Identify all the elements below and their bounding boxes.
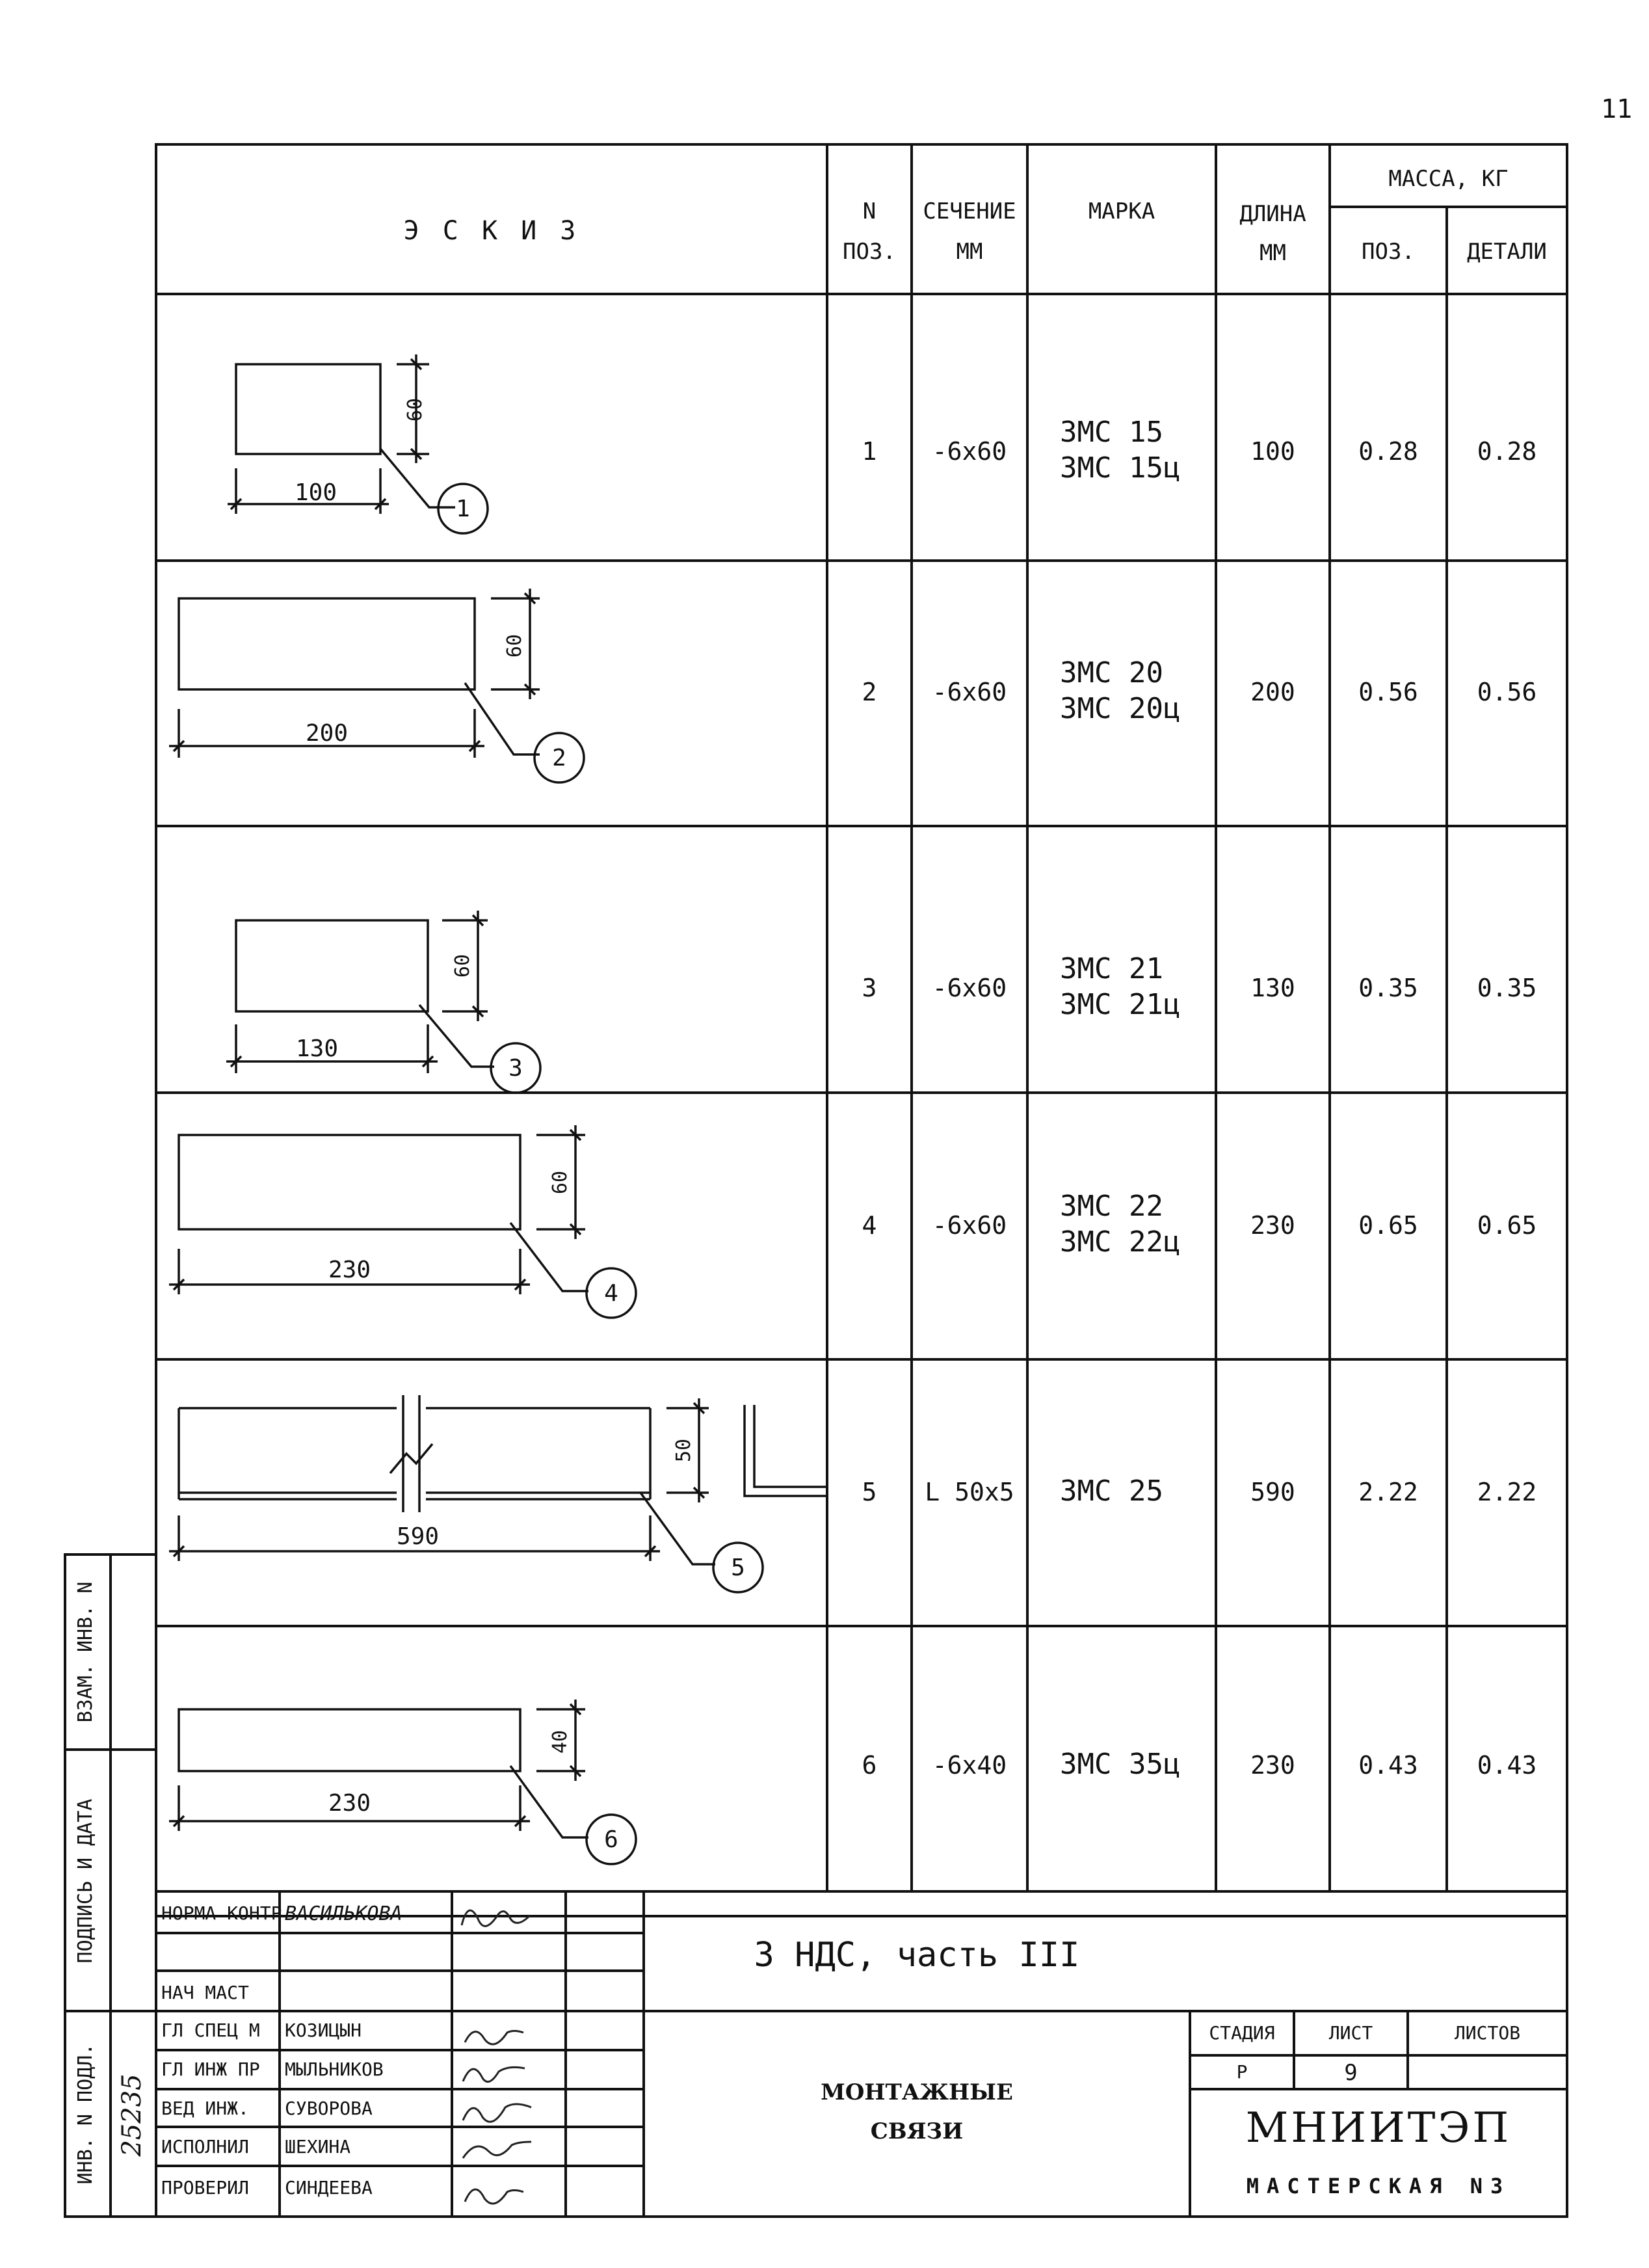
sketch-height-label: 60 <box>404 397 427 422</box>
tb-role-3: НАЧ МАСТ <box>161 1982 249 2003</box>
row-length: 230 <box>1250 1751 1295 1780</box>
row-section: -6х60 <box>932 1211 1007 1240</box>
side-inv-podl: ИНВ. N ПОДЛ. <box>74 2043 97 2185</box>
row-mark-1: ЗМС 22 <box>1060 1190 1163 1223</box>
sheet-label: ЛИСТ <box>1328 2022 1373 2044</box>
row-mark-1: ЗМС 25 <box>1060 1474 1163 1508</box>
tb-name-1: ВАСИЛЬКОВА <box>285 1902 402 1925</box>
header-pos-label: ПОЗ. <box>843 239 896 265</box>
workshop-name: МАСТЕРСКАЯ N3 <box>1246 2174 1511 2198</box>
row-pos: 6 <box>862 1751 877 1780</box>
row-section: -6х60 <box>932 678 1007 706</box>
header-mass: МАССА, КГ <box>1388 166 1509 192</box>
callout-number: 4 <box>604 1280 618 1307</box>
header-mass-pos: ПОЗ. <box>1362 239 1415 265</box>
header-section-unit: ММ <box>956 239 983 265</box>
row-mark-2: ЗМС 22ц <box>1060 1225 1181 1259</box>
header-mark: МАРКА <box>1088 198 1155 224</box>
row-mark-1: ЗМС 35ц <box>1060 1748 1181 1781</box>
row-section: L 50х5 <box>925 1478 1014 1506</box>
stage-value: Р <box>1236 2061 1248 2083</box>
tb-role-5: ГЛ ИНЖ ПР <box>161 2059 260 2080</box>
callout-number: 5 <box>731 1554 745 1581</box>
side-inv-vzam: ВЗАМ. ИНВ. N <box>74 1581 97 1723</box>
header-pos-n: N <box>862 198 877 224</box>
tb-role-7: ИСПОЛНИЛ <box>161 2136 249 2157</box>
sketch-width-label: 230 <box>328 1257 371 1283</box>
row-mark-2: ЗМС 21ц <box>1060 988 1181 1021</box>
side-podpis-data: ПОДПИСЬ И ДАТА <box>74 1798 97 1964</box>
row-mass-details: 0.28 <box>1477 437 1537 466</box>
sketch-width-label: 590 <box>397 1523 440 1550</box>
sketch-width-label: 130 <box>296 1035 339 1062</box>
row-mass-details: 0.43 <box>1477 1751 1537 1780</box>
row-pos: 5 <box>862 1478 877 1506</box>
row-mass-pos: 0.28 <box>1358 437 1418 466</box>
row-length: 100 <box>1250 437 1295 466</box>
sketch-height-label: 60 <box>451 954 474 978</box>
sketch-height-label: 60 <box>503 634 526 658</box>
row-mark-2: ЗМС 20ц <box>1060 692 1181 725</box>
header-mass-details: ДЕТАЛИ <box>1467 239 1547 265</box>
row-length: 130 <box>1250 974 1295 1002</box>
sheets-label: ЛИСТОВ <box>1454 2022 1521 2044</box>
tb-name-8: СИНДЕЕВА <box>285 2177 373 2198</box>
callout-number: 6 <box>604 1826 618 1853</box>
row-pos: 2 <box>862 678 877 706</box>
tb-role-6: ВЕД ИНЖ. <box>161 2098 249 2119</box>
row-pos: 3 <box>862 974 877 1002</box>
sketch-height-label: 50 <box>672 1438 695 1463</box>
row-mass-details: 2.22 <box>1477 1478 1537 1506</box>
sketch-width-label: 100 <box>295 479 337 506</box>
row-mass-details: 0.65 <box>1477 1211 1537 1240</box>
header-length-unit: ММ <box>1260 240 1286 266</box>
row-mark-1: ЗМС 15 <box>1060 416 1163 449</box>
drawing-title-line-2: СВЯЗИ <box>870 2118 964 2144</box>
row-mass-pos: 0.35 <box>1358 974 1418 1002</box>
tb-name-4: КОЗИЦЫН <box>285 2020 362 2041</box>
row-length: 200 <box>1250 678 1295 706</box>
sheet-value: 9 <box>1344 2060 1358 2086</box>
sketch-height-label: 60 <box>549 1170 572 1195</box>
row-mass-pos: 0.56 <box>1358 678 1418 706</box>
tb-role-4: ГЛ СПЕЦ М <box>161 2020 260 2041</box>
org-name: МНИИТЭП <box>1245 2104 1512 2152</box>
row-length: 590 <box>1250 1478 1295 1506</box>
row-section: -6х60 <box>932 437 1007 466</box>
row-mass-details: 0.35 <box>1477 974 1537 1002</box>
tb-name-7: ШЕХИНА <box>285 2136 351 2157</box>
tb-role-8: ПРОВЕРИЛ <box>161 2177 249 2198</box>
row-mass-pos: 2.22 <box>1358 1478 1418 1506</box>
row-pos: 1 <box>862 437 877 466</box>
callout-number: 2 <box>552 745 566 771</box>
row-mass-details: 0.56 <box>1477 678 1537 706</box>
row-section: -6х40 <box>932 1751 1007 1780</box>
row-mark-2: ЗМС 15ц <box>1060 451 1181 485</box>
sketch-height-label: 40 <box>549 1729 572 1754</box>
header-length: ДЛИНА <box>1239 201 1306 227</box>
side-inv-number: 25235 <box>117 2074 147 2157</box>
page-number: 11 <box>1601 94 1633 124</box>
header-sketch: Э С К И З <box>403 216 580 246</box>
sketch-width-label: 200 <box>306 720 349 747</box>
row-length: 230 <box>1250 1211 1295 1240</box>
tb-name-5: МЫЛЬНИКОВ <box>285 2059 384 2080</box>
row-mass-pos: 0.65 <box>1358 1211 1418 1240</box>
callout-number: 3 <box>508 1055 523 1082</box>
drawing-title-line-1: МОНТАЖНЫЕ <box>821 2079 1013 2105</box>
header-section: СЕЧЕНИЕ <box>923 198 1016 224</box>
tb-role-1: НОРМА КОНТР <box>161 1902 282 1924</box>
sketch-width-label: 230 <box>328 1790 371 1817</box>
row-section: -6х60 <box>932 974 1007 1002</box>
row-mass-pos: 0.43 <box>1358 1751 1418 1780</box>
stage-label: СТАДИЯ <box>1209 2022 1275 2044</box>
row-mark-1: ЗМС 20 <box>1060 656 1163 689</box>
callout-number: 1 <box>456 496 470 522</box>
row-mark-1: ЗМС 21 <box>1060 952 1163 985</box>
row-pos: 4 <box>862 1211 877 1240</box>
project-title: 3 НДС, часть III <box>754 1936 1080 1975</box>
tb-name-6: СУВОРОВА <box>285 2098 373 2119</box>
